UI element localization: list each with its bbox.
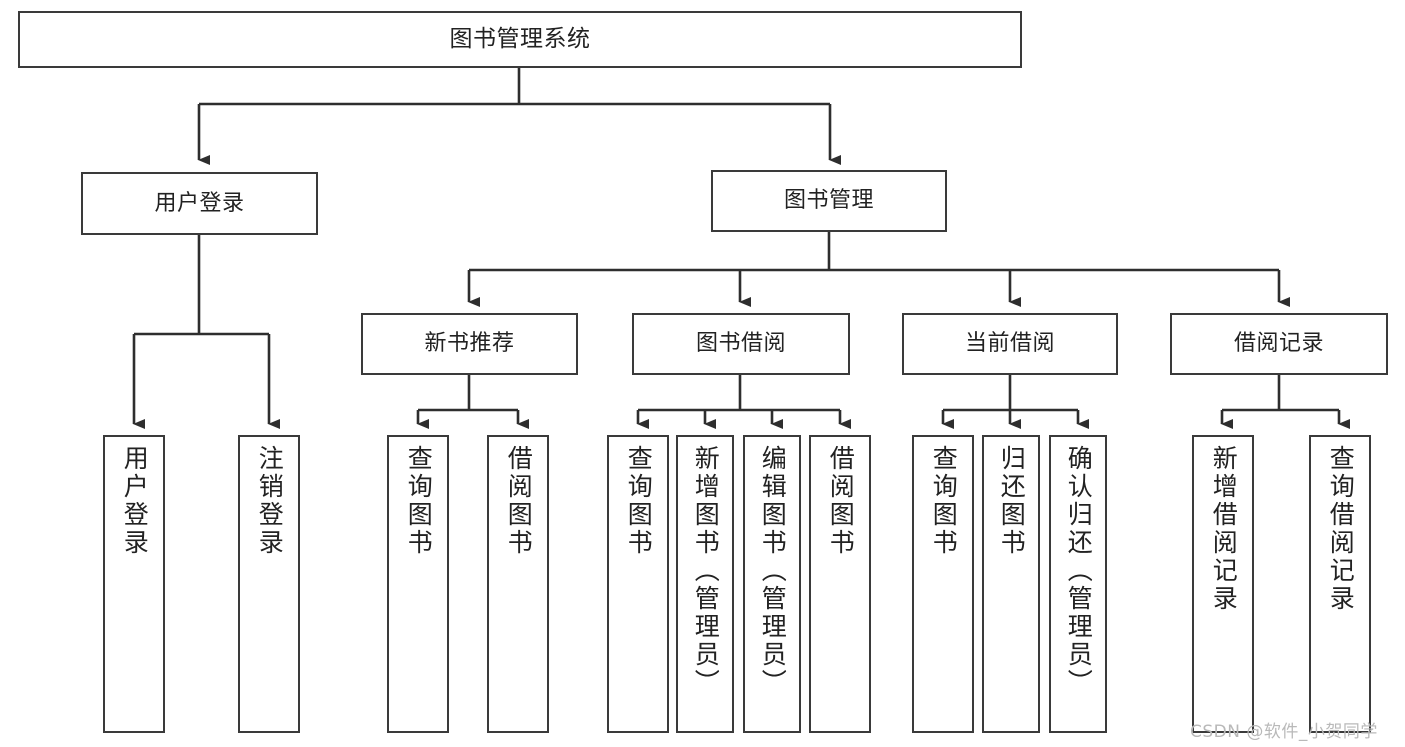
leaf-borrow-add-book-admin[interactable]: 新增图书（管理员） (676, 435, 734, 733)
leaf-borrow-borrow-book[interactable]: 借阅图书 (809, 435, 871, 733)
leaf-user-login-label: 用户登录 (120, 445, 150, 557)
leaf-current-confirm-return-admin-label: 确认归还（管理员） (1064, 445, 1094, 697)
node-root-label: 图书管理系统 (449, 26, 591, 53)
node-new-book-recommend-label: 新书推荐 (424, 331, 515, 357)
node-book-management-label: 图书管理 (783, 188, 874, 214)
node-user-login-label: 用户登录 (154, 190, 245, 216)
leaf-borrow-borrow-book-label: 借阅图书 (826, 445, 856, 557)
leaf-current-query-book-label: 查询图书 (929, 445, 959, 557)
leaf-recommend-query-book[interactable]: 查询图书 (387, 435, 449, 733)
leaf-record-add-record[interactable]: 新增借阅记录 (1192, 435, 1254, 733)
leaf-user-logout[interactable]: 注销登录 (238, 435, 300, 733)
node-current-borrow[interactable]: 当前借阅 (902, 313, 1118, 375)
node-book-borrow[interactable]: 图书借阅 (632, 313, 850, 375)
leaf-borrow-edit-book-admin[interactable]: 编辑图书（管理员） (743, 435, 801, 733)
leaf-current-query-book[interactable]: 查询图书 (912, 435, 974, 733)
leaf-borrow-edit-book-admin-label: 编辑图书（管理员） (758, 445, 788, 697)
node-book-borrow-label: 图书借阅 (695, 331, 786, 357)
leaf-recommend-borrow-book-label: 借阅图书 (504, 445, 534, 557)
csdn-watermark: CSDN @软件_小贺同学 (1190, 722, 1378, 742)
node-borrow-record-label: 借阅记录 (1233, 331, 1324, 357)
node-root[interactable]: 图书管理系统 (18, 11, 1022, 68)
leaf-borrow-add-book-admin-label: 新增图书（管理员） (691, 445, 721, 697)
leaf-user-logout-label: 注销登录 (255, 445, 285, 557)
leaf-current-return-book[interactable]: 归还图书 (982, 435, 1040, 733)
leaf-recommend-query-book-label: 查询图书 (404, 445, 434, 557)
leaf-record-query-record-label: 查询借阅记录 (1326, 445, 1356, 613)
leaf-record-add-record-label: 新增借阅记录 (1209, 445, 1239, 613)
node-book-management[interactable]: 图书管理 (711, 170, 947, 232)
leaf-current-return-book-label: 归还图书 (997, 445, 1027, 557)
leaf-current-confirm-return-admin[interactable]: 确认归还（管理员） (1049, 435, 1107, 733)
leaf-user-login[interactable]: 用户登录 (103, 435, 165, 733)
leaf-record-query-record[interactable]: 查询借阅记录 (1309, 435, 1371, 733)
node-borrow-record[interactable]: 借阅记录 (1170, 313, 1388, 375)
node-new-book-recommend[interactable]: 新书推荐 (361, 313, 578, 375)
leaf-borrow-query-book-label: 查询图书 (624, 445, 654, 557)
node-user-login[interactable]: 用户登录 (81, 172, 318, 235)
leaf-recommend-borrow-book[interactable]: 借阅图书 (487, 435, 549, 733)
node-current-borrow-label: 当前借阅 (964, 331, 1055, 357)
leaf-borrow-query-book[interactable]: 查询图书 (607, 435, 669, 733)
